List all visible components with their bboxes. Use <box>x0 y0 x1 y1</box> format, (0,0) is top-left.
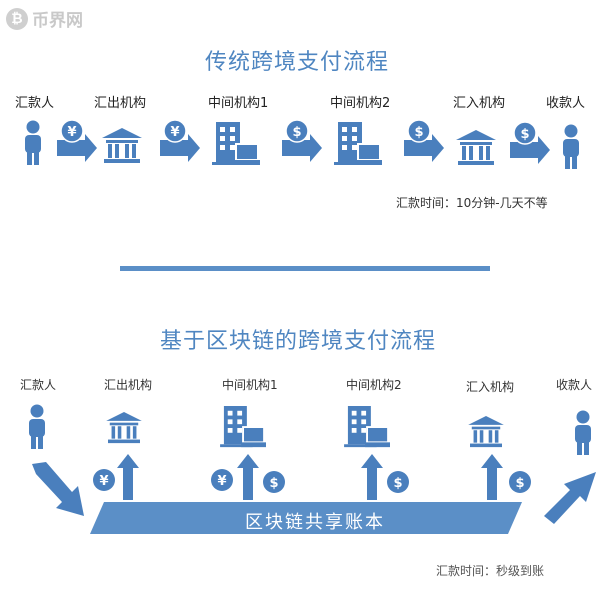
up-arrow-icon <box>117 454 139 500</box>
person-icon <box>563 124 579 169</box>
person-icon <box>29 404 45 449</box>
svg-text:$: $ <box>520 127 529 142</box>
bc-label-receiver: 收款人 <box>556 378 593 392</box>
svg-text:$: $ <box>393 476 402 491</box>
yuan-arrow-icon: ¥ <box>160 119 200 162</box>
bank-icon <box>456 130 496 165</box>
svg-text:$: $ <box>515 476 524 491</box>
yuan-arrow-icon: ¥ <box>57 119 97 162</box>
dollar-arrow-icon: $ <box>404 119 444 162</box>
svg-text:¥: ¥ <box>99 474 108 489</box>
trad-time-note: 汇款时间：10分钟-几天不等 <box>396 196 548 210</box>
office-building-icon <box>334 122 382 165</box>
bc-label-intermediary-1: 中间机构1 <box>222 378 278 392</box>
yuan-coin-icon: ¥ <box>211 469 233 491</box>
trad-label-intermediary-1: 中间机构1 <box>208 96 269 111</box>
trad-label-outbound: 汇出机构 <box>94 96 147 111</box>
blockchain-title: 基于区块链的跨境支付流程 <box>160 329 437 354</box>
yuan-coin-icon: ¥ <box>93 469 115 491</box>
blockchain-ledger-banner <box>90 502 522 534</box>
person-icon <box>25 120 41 165</box>
trad-label-intermediary-2: 中间机构2 <box>330 96 391 111</box>
bc-time-note: 汇款时间：秒级到账 <box>436 564 545 578</box>
bank-icon <box>468 416 504 448</box>
trad-label-inbound: 汇入机构 <box>453 96 506 111</box>
ledger-label: 区块链共享账本 <box>245 512 385 533</box>
bank-icon <box>106 412 142 444</box>
section-divider <box>120 266 490 271</box>
traditional-title: 传统跨境支付流程 <box>205 50 390 75</box>
office-building-icon <box>344 406 390 448</box>
person-icon <box>575 410 591 455</box>
bank-icon <box>102 128 142 163</box>
dollar-arrow-icon: $ <box>510 121 550 164</box>
office-building-icon <box>220 406 266 448</box>
watermark-logo: ₿ 币界网 <box>6 6 83 31</box>
dollar-coin-icon: $ <box>263 471 285 493</box>
dollar-arrow-icon: $ <box>282 119 322 162</box>
bc-label-intermediary-2: 中间机构2 <box>346 378 402 392</box>
up-arrow-icon <box>237 454 259 500</box>
bitcoin-logo-icon: ₿ <box>6 7 28 30</box>
bc-label-inbound: 汇入机构 <box>466 380 515 394</box>
svg-text:¥: ¥ <box>170 125 179 140</box>
svg-text:$: $ <box>269 476 278 491</box>
up-arrow-icon <box>361 454 383 500</box>
bc-label-outbound: 汇出机构 <box>104 378 153 392</box>
svg-text:¥: ¥ <box>67 125 76 140</box>
watermark-text: 币界网 <box>32 11 83 31</box>
office-building-icon <box>212 122 260 165</box>
dollar-coin-icon: $ <box>509 471 531 493</box>
up-right-arrow-icon <box>544 472 596 524</box>
trad-label-receiver: 收款人 <box>546 96 586 111</box>
dollar-coin-icon: $ <box>387 471 409 493</box>
trad-label-sender: 汇款人 <box>15 96 55 111</box>
up-arrow-icon <box>481 454 503 500</box>
svg-text:¥: ¥ <box>217 474 226 489</box>
svg-text:$: $ <box>292 125 301 140</box>
down-right-arrow-icon <box>32 462 84 516</box>
bc-label-sender: 汇款人 <box>20 378 57 392</box>
svg-text:$: $ <box>414 125 423 140</box>
